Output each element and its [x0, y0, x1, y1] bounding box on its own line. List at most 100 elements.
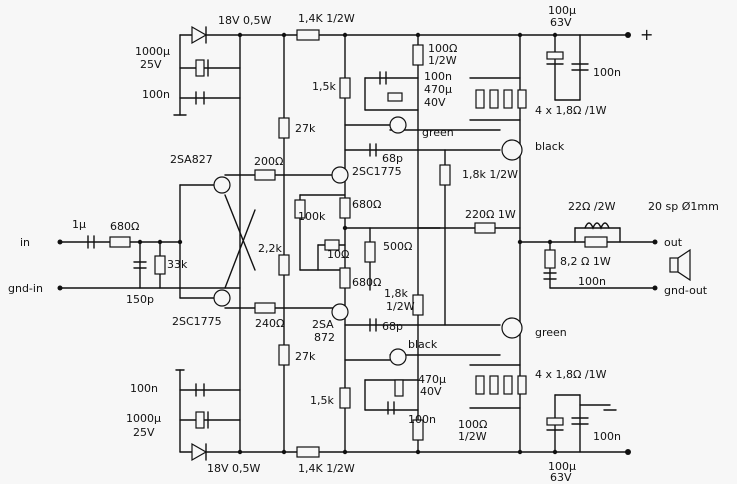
terminal-gnd-out	[652, 285, 658, 291]
resistor-1k5-bottom	[339, 387, 351, 409]
label-c100n-bottom-mid: 100n	[408, 413, 436, 426]
resistor-680-bottom	[339, 267, 351, 289]
label-r-680-input: 680Ω	[110, 220, 139, 233]
resistor-bank-bottom-1	[475, 375, 485, 395]
terminal-gnd-in	[57, 285, 63, 291]
zener-diode-top	[191, 25, 208, 45]
label-c470-bottom-a: 470µ	[418, 373, 446, 386]
label-c-100n-top-right: 100n	[593, 66, 621, 79]
terminal-minus	[625, 449, 631, 455]
label-green-top: green	[422, 126, 454, 139]
resistor-bank-top-3	[503, 89, 513, 109]
components	[57, 25, 691, 462]
label-r-10: 10Ω	[327, 248, 349, 261]
label-plus: +	[640, 25, 653, 44]
label-c-100u-top-b: 63V	[550, 16, 572, 29]
resistor-200	[254, 169, 276, 181]
label-c-100n-bottom-left: 100n	[130, 382, 158, 395]
label-q-2sa872-b: 872	[314, 331, 335, 344]
label-out: out	[664, 236, 683, 249]
resistor-bank-top-1	[475, 89, 485, 109]
label-q-2sa872-a: 2SA	[312, 318, 334, 331]
label-zener-top: 18V 0,5W	[218, 14, 272, 27]
resistor-240	[254, 302, 276, 314]
elko-100u-bottom	[546, 417, 564, 426]
label-r-1k4-bottom: 1,4K 1/2W	[298, 462, 355, 475]
resistor-1k8-bottom	[412, 294, 424, 316]
resistor-220	[474, 222, 496, 234]
label-c470-bottom-b: 40V	[420, 385, 442, 398]
label-c470-top-a: 470µ	[424, 83, 452, 96]
terminal-in	[57, 239, 63, 245]
label-zener-bottom: 18V 0,5W	[207, 462, 261, 475]
label-c-100u-top-a: 100µ	[548, 4, 576, 17]
elko-470u-bottom	[394, 379, 404, 397]
resistor-1k5-top	[339, 77, 351, 99]
label-r-33k: 33k	[167, 258, 188, 271]
label-elko-top-b: 25V	[140, 58, 162, 71]
label-r-680-bottom: 680Ω	[352, 276, 381, 289]
label-r-220: 220Ω 1W	[465, 208, 516, 221]
resistor-bank-top-2	[489, 89, 499, 109]
transistor-2sa827	[213, 176, 231, 194]
label-r-27k-bottom: 27k	[295, 350, 316, 363]
resistor-8r2	[544, 249, 556, 269]
label-q-2sa827: 2SA827	[170, 153, 213, 166]
label-green-bottom: green	[535, 326, 567, 339]
label-r100-top-b: 1/2W	[428, 54, 457, 67]
label-res4-bottom: 4 x 1,8Ω /1W	[535, 368, 607, 381]
resistor-100-bottom	[412, 419, 424, 441]
label-r100-top-a: 100Ω	[428, 42, 457, 55]
label-pot-500: 500Ω	[383, 240, 412, 253]
transistor-2sa872	[331, 303, 349, 321]
label-black-top: black	[535, 140, 565, 153]
transistor-green-bottom	[501, 317, 523, 339]
label-r-200: 200Ω	[254, 155, 283, 168]
transistor-green-top	[389, 116, 407, 134]
resistor-1k4-bottom	[296, 446, 320, 458]
resistor-10	[324, 239, 340, 251]
label-r100-bottom-b: 1/2W	[458, 430, 487, 443]
label-q-2sc1775-top: 2SC1775	[352, 165, 402, 178]
resistor-27k-bottom	[278, 344, 290, 366]
label-r-1k8-bottom-b: 1/2W	[386, 300, 415, 313]
resistor-680-input	[109, 236, 131, 248]
pot-100k	[294, 199, 306, 219]
terminal-plus	[625, 32, 631, 38]
output-coil	[584, 222, 610, 230]
label-r-1k5-bottom: 1,5k	[310, 394, 334, 407]
labels: 18V 0,5W 18V 0,5W 1,4K 1/2W 1,4K 1/2W 10…	[8, 4, 719, 484]
label-c-100u-bottom-b: 63V	[550, 471, 572, 484]
label-r-8r2: 8,2 Ω 1W	[560, 255, 611, 268]
label-elko-bottom-a: 1000µ	[126, 412, 161, 425]
label-r100-bottom-a: 100Ω	[458, 418, 487, 431]
label-gnd-out: gnd-out	[664, 284, 708, 297]
resistor-1k8-top	[439, 164, 451, 186]
label-c-100n-bottom-right: 100n	[593, 430, 621, 443]
resistor-22	[584, 236, 608, 248]
label-r-1k5-top: 1,5k	[312, 80, 336, 93]
resistor-27k-top	[278, 117, 290, 139]
label-elko-top-a: 1000µ	[135, 45, 170, 58]
label-q-2sc1775-bottom: 2SC1775	[172, 315, 222, 328]
label-black-bottom: black	[408, 338, 438, 351]
resistor-bank-bottom-4	[517, 375, 527, 395]
label-res4-top: 4 x 1,8Ω /1W	[535, 104, 607, 117]
terminal-out	[652, 239, 658, 245]
label-elko-bottom-b: 25V	[133, 426, 155, 439]
label-c-68p-top: 68p	[382, 152, 403, 165]
label-in: in	[20, 236, 30, 249]
zener-diode-bottom	[191, 442, 208, 462]
elko-100u-top	[546, 51, 564, 60]
resistor-100-top	[412, 44, 424, 66]
resistor-1k4-top	[296, 29, 320, 41]
label-r-27k-top: 27k	[295, 122, 316, 135]
label-r-240: 240Ω	[255, 317, 284, 330]
label-r-22: 22Ω /2W	[568, 200, 616, 213]
label-r-1k4-top: 1,4K 1/2W	[298, 12, 355, 25]
elko-1000u-bottom	[195, 411, 205, 429]
transistor-black-top	[501, 139, 523, 161]
label-c-150p: 150p	[126, 293, 154, 306]
